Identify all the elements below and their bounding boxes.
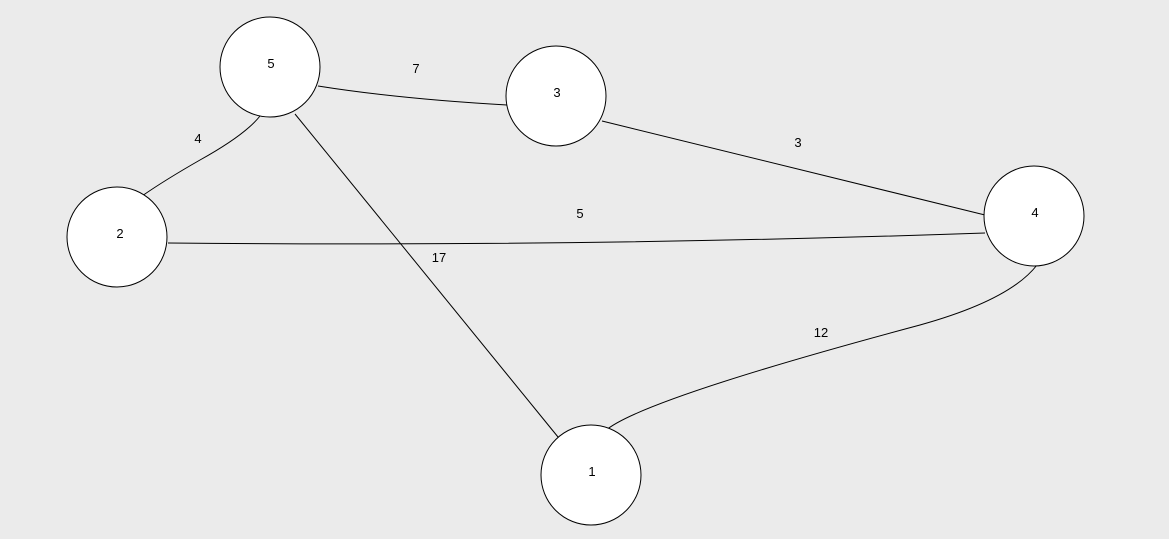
- node-label: 3: [553, 85, 560, 100]
- edge-weight-5-2: 4: [194, 131, 201, 146]
- graph-node[interactable]: 4: [983, 165, 1085, 267]
- node-circle[interactable]: [66, 186, 168, 288]
- graph-node[interactable]: 1: [540, 424, 642, 526]
- node-label: 1: [588, 464, 595, 479]
- node-circle[interactable]: [505, 45, 607, 147]
- edge-weight-4-1: 12: [814, 325, 828, 340]
- edge-weight-2-4: 5: [576, 206, 583, 221]
- edge-3-4: [601, 120, 986, 216]
- edge-5-2: [141, 115, 261, 197]
- edges: [141, 85, 1038, 438]
- graph-node[interactable]: 5: [219, 16, 321, 118]
- edge-2-4: [167, 232, 986, 245]
- node-circle[interactable]: [540, 424, 642, 526]
- node-label: 5: [267, 56, 274, 71]
- edge-weight-3-4: 3: [794, 135, 801, 150]
- node-circle[interactable]: [219, 16, 321, 118]
- edge-labels: 7 4 17 3 5 12: [194, 61, 828, 340]
- edge-weight-5-3: 7: [412, 61, 419, 76]
- node-circle[interactable]: [983, 165, 1085, 267]
- graph-node[interactable]: 3: [505, 45, 607, 147]
- nodes: 5 3 2 4 1: [66, 16, 1085, 526]
- graph-node[interactable]: 2: [66, 186, 168, 288]
- edge-5-3: [317, 85, 508, 106]
- node-label: 2: [116, 226, 123, 241]
- edge-weight-5-1: 17: [432, 250, 446, 265]
- node-label: 4: [1031, 205, 1038, 220]
- edge-5-1: [294, 113, 559, 438]
- edge-4-1: [604, 264, 1038, 432]
